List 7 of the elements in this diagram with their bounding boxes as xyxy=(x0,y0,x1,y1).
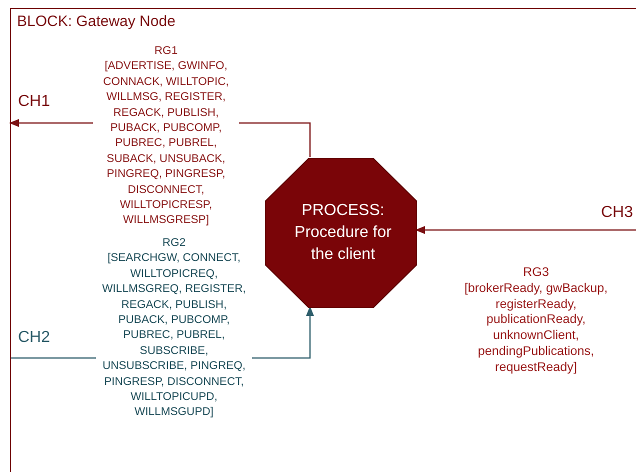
block-frame xyxy=(10,8,636,472)
process-label: PROCESS: Procedure for the client xyxy=(294,201,392,265)
block-title: BLOCK: Gateway Node xyxy=(17,13,176,30)
process-octagon xyxy=(265,158,417,308)
channel-label: CH3 xyxy=(601,204,634,222)
channel-label: CH1 xyxy=(18,93,50,111)
channel-label: CH2 xyxy=(18,329,50,347)
